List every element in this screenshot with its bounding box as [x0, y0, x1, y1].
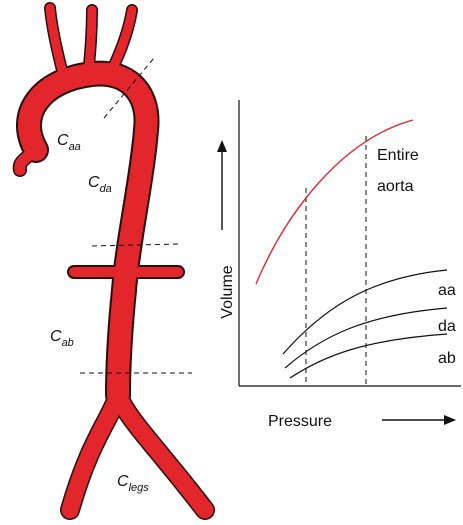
pressure-volume-graph: Volume Pressure Entire aorta aa da ab	[217, 100, 461, 430]
aorta-illustration	[20, 8, 205, 510]
curve-aa	[283, 270, 447, 354]
x-axis-label: Pressure	[268, 413, 332, 430]
curve-label-ab: ab	[438, 350, 456, 367]
label-c-da: Cda	[88, 174, 112, 195]
label-c-ab: Cab	[50, 328, 74, 349]
label-c-aa: Caa	[57, 132, 81, 153]
pressure-guides	[306, 136, 366, 386]
curve-label-aa: aa	[438, 282, 456, 299]
y-arrow-icon	[217, 140, 227, 152]
curve-entire-aorta	[256, 120, 413, 284]
curve-ab	[290, 334, 447, 378]
curve-label-entire-line1: Entire	[377, 147, 419, 164]
curve-label-entire-line2: aorta	[377, 178, 414, 195]
curve-label-da: da	[438, 318, 456, 335]
label-c-legs: Clegs	[117, 473, 149, 494]
y-axis-label: Volume	[219, 265, 236, 318]
x-arrow-icon	[444, 415, 456, 425]
